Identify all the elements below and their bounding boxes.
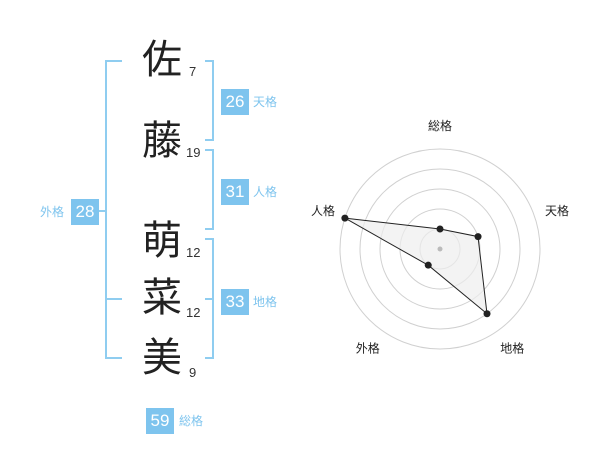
stroke-count-5: 9 [189, 365, 197, 380]
radar-point-1 [436, 225, 444, 233]
chikaku-value-badge: 33 [221, 289, 249, 315]
radar-polygon [344, 217, 488, 315]
radar-point-5 [341, 214, 349, 222]
gaikaku-value-badge: 28 [71, 199, 99, 225]
stroke-count-2: 19 [186, 145, 201, 160]
name-char-2: 藤 [142, 118, 182, 164]
radar-ring-4 [359, 168, 521, 330]
soukaku-label: 総格 [179, 414, 204, 428]
radar-ring-3 [379, 188, 501, 310]
jinkaku-bracket [205, 149, 214, 230]
radar-ring-5 [339, 148, 541, 350]
soukaku-value-badge: 59 [146, 408, 174, 434]
jinkaku-label: 人格 [253, 185, 278, 199]
name-char-3: 萌 [142, 218, 182, 264]
stroke-count-4: 12 [186, 305, 201, 320]
radar-axis-label-1: 総格 [428, 118, 452, 133]
chikaku-label: 地格 [253, 295, 278, 309]
radar-axis-label-5: 人格 [311, 203, 335, 218]
name-char-5: 美 [142, 335, 182, 381]
radar-axis-label-4: 外格 [356, 341, 380, 356]
gaikaku-label: 外格 [40, 205, 65, 219]
radar-points [341, 214, 491, 318]
stroke-count-3: 12 [186, 245, 201, 260]
gaikaku-bracket [105, 60, 122, 359]
tenkaku-bracket [205, 60, 214, 141]
tenkaku-label: 天格 [253, 95, 278, 109]
radar-point-3 [483, 310, 491, 318]
tenkaku-value-badge: 26 [221, 89, 249, 115]
name-char-4: 菜 [142, 275, 182, 321]
name-char-1: 佐 [142, 37, 182, 83]
stroke-count-1: 7 [189, 64, 197, 79]
jinkaku-value-badge: 31 [221, 179, 249, 205]
radar-axis-label-3: 地格 [500, 341, 524, 356]
radar-point-2 [474, 233, 482, 241]
radar-axis-label-2: 天格 [545, 203, 569, 218]
radar-center-dot [437, 246, 443, 252]
radar-point-4 [424, 261, 432, 269]
